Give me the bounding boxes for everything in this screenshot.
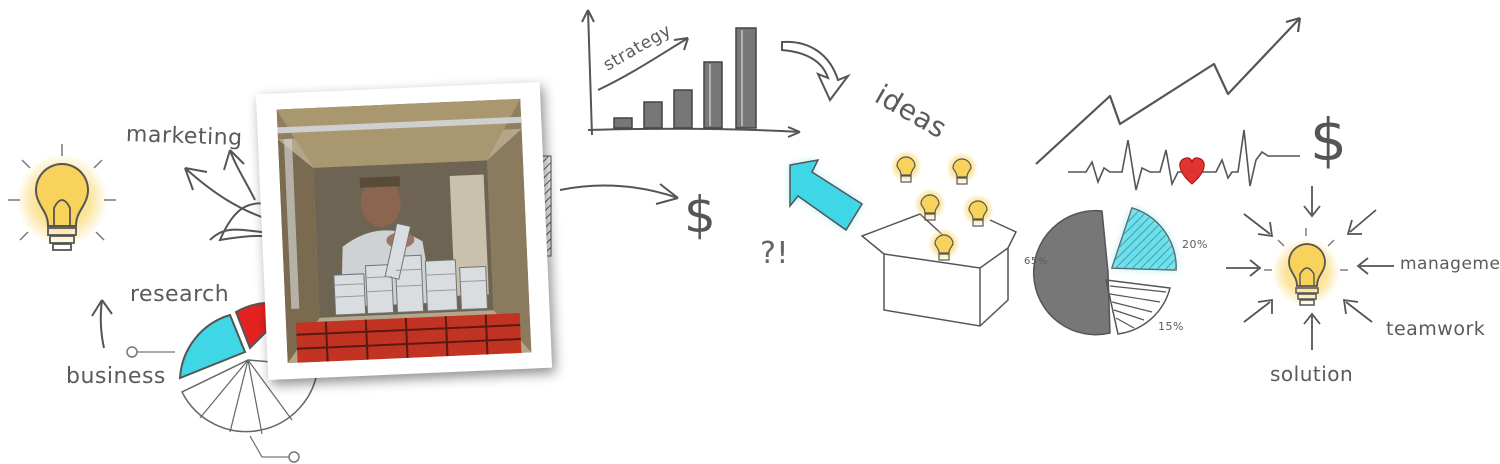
marketing-arrows [184,149,283,242]
pie-label-20: 20% [1182,238,1208,251]
photo-frame [255,81,553,381]
pie-label-65: 65% [1024,256,1048,267]
strategy-bar [643,101,663,129]
pie-slice-15 [1105,279,1171,335]
heartbeat-line [1068,129,1300,191]
solution-arrows [1226,186,1394,350]
label-marketing: marketing [125,121,244,152]
strategy-bar [735,27,757,129]
label-research: research [130,282,230,307]
dollar-sign-mid: $ [684,186,717,244]
lightbulb-icon [890,150,922,183]
pie-slice-65 [1032,209,1111,336]
warehouse-worker-photo [276,98,532,364]
strategy-chart [581,9,801,138]
lightbulb-icon [914,188,946,221]
label-teamwork: teamwork [1386,318,1486,340]
arrow-to-dollar [559,183,679,205]
cyan-arrow-icon [789,158,864,232]
strategy-bar [673,89,693,129]
strategy-bar [613,117,633,129]
lightbulb-icon [928,228,960,261]
right-pie-chart [1032,207,1177,336]
lightbulb-icon [962,194,994,227]
research-arrow [91,299,113,349]
pie-label-15: 15% [1158,320,1184,333]
ideas-bulbs [890,150,994,261]
label-solution: solution [1270,362,1354,386]
dollar-sign-right: $ [1310,106,1348,174]
lightbulb-icon [8,144,116,251]
ideas-box [860,213,1018,327]
heart-icon [1179,157,1205,185]
strategy-bar [703,61,723,129]
solution-bulb [1264,228,1348,306]
lightbulb-icon [946,152,978,185]
question-exclaim: ?! [760,236,789,271]
trend-arrow [1035,16,1302,165]
curved-arrow [781,40,851,102]
label-management: management [1400,254,1500,274]
label-business: business [66,364,166,389]
